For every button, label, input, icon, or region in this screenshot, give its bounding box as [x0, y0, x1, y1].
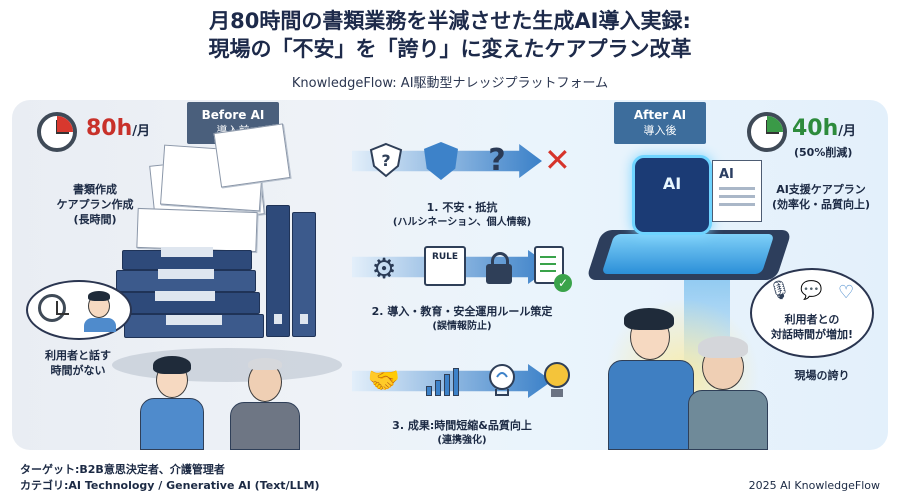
step3-title: 3. 成果:時間短縮&品質向上: [392, 419, 532, 432]
clock-icon-after: [747, 112, 787, 152]
question-icon: ?: [488, 142, 506, 178]
happy-bubble: 🎙 💬 ♡ 利用者との 対話時間が増加!: [750, 268, 874, 358]
step1-title: 1. 不安・抵抗: [426, 201, 498, 214]
step2-sub: (誤情報防止): [432, 321, 492, 332]
after-talk-label: 利用者との 対話時間が増加!: [770, 313, 854, 341]
after-tag-jp: 導入後: [643, 124, 677, 137]
footer-target: ターゲット:B2B意思決定者、介護管理者: [20, 463, 225, 476]
microphone-icon: 🎙: [768, 280, 791, 301]
before-hours-unit: /月: [132, 124, 151, 139]
tablet-screen: [601, 234, 775, 274]
page-subtitle: KnowledgeFlow: AI駆動型ナレッジプラットフォーム: [291, 76, 609, 91]
footer-credit: 2025 AI KnowledgeFlow: [748, 479, 880, 492]
heart-icon: ♡: [838, 282, 855, 303]
before-hours: 80h/月: [86, 116, 150, 141]
before-hours-value: 80h: [86, 116, 133, 141]
step2-label: 2. 導入・教育・安全運用ルール策定 (誤情報防止): [342, 304, 582, 334]
ai-brain-icon: AI: [632, 155, 712, 235]
handshake-icon: 🤝: [367, 366, 401, 396]
footer-category: カテゴリ:AI Technology / Generative AI (Text…: [20, 479, 320, 492]
before-doc-label: 書類作成 ケアプラン作成 (長時間): [56, 183, 134, 226]
growth-chart-icon: [426, 368, 459, 396]
ai-document-text: AI: [719, 167, 734, 182]
question-shield-icon: ?: [364, 140, 408, 180]
after-tag-en: After AI: [633, 108, 687, 122]
check-icon: ✓: [554, 274, 572, 292]
lightbulb-icon: [544, 362, 570, 388]
footer-meta: ターゲット:B2B意思決定者、介護管理者 カテゴリ:AI Technology …: [20, 462, 320, 494]
pride-label: 現場の誇り: [794, 369, 850, 382]
ai-document-icon: AI: [712, 160, 762, 222]
step2-title: 2. 導入・教育・安全運用ルール策定: [371, 305, 553, 318]
comparison-panel: Before AI 導入前 80h/月 書類作成 ケアプラン作成 (長時間) 利…: [12, 100, 888, 450]
shield-icon: [424, 142, 458, 180]
clock-icon-before: [37, 112, 77, 152]
worried-bubble: [26, 280, 132, 340]
step3-label: 3. 成果:時間短縮&品質向上 (連携強化): [352, 418, 572, 448]
brain-head-icon: [482, 360, 522, 400]
step3-sub: (連携強化): [437, 435, 487, 446]
clock-icon-small: [38, 294, 69, 322]
before-tag-en: Before AI: [201, 108, 265, 122]
page-title-line2: 現場の「不安」を「誇り」に変えたケアプラン改革: [208, 37, 692, 61]
after-hours: 40h/月: [792, 116, 856, 141]
after-hours-unit: /月: [838, 124, 857, 139]
page-title-line1: 月80時間の書類業務を半減させた生成AI導入実録:: [209, 9, 691, 33]
gears-icon: ⚙: [371, 251, 397, 285]
lock-icon: [486, 252, 512, 284]
rule-document-icon: RULE: [424, 246, 466, 286]
clipboard-checklist-icon: [534, 246, 564, 284]
after-reduction-note: (50%削減): [794, 146, 853, 159]
before-talk-label: 利用者と話す 時間がない: [45, 349, 111, 377]
svg-text:?: ?: [381, 151, 390, 170]
step1-sub: (ハルシネーション、個人情報): [392, 217, 532, 228]
after-tag: After AI 導入後: [614, 102, 706, 144]
x-mark-icon: ✕: [544, 141, 571, 179]
after-ai-plan-label: AI支援ケアプラン (効率化・品質向上): [771, 183, 871, 211]
chat-icon: 💬: [800, 280, 823, 301]
step1-label: 1. 不安・抵抗 (ハルシネーション、個人情報): [352, 200, 572, 230]
after-hours-value: 40h: [792, 116, 839, 141]
